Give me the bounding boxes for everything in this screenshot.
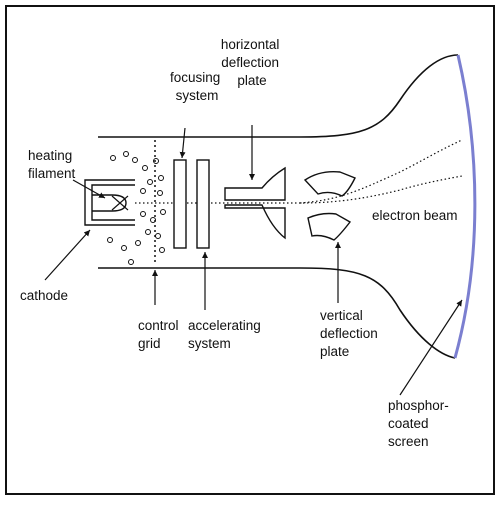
phosphor-screen [453,54,477,359]
focusing-plate-2 [196,159,210,249]
vertical-deflection-plate-bottom [307,212,352,241]
electron-beam-deflected [299,139,463,204]
filament-loop [92,194,127,212]
accelerating-system-label: accelerating system [188,318,265,351]
horizontal-deflection-plate-label: horizontal deflection plate [221,37,283,88]
horizontal-deflection-plate-bottom [224,204,286,240]
focusing-system-label: focusing system [170,70,224,103]
phosphor-coated-screen-label: phosphor- coated screen [388,398,453,449]
cathode-housing [84,179,135,226]
frame-border [5,5,495,495]
cathode-label: cathode [20,288,68,303]
electron-beam-label: electron beam [372,208,458,223]
horizontal-deflection-plate-top [224,166,286,201]
electron-cloud [107,151,166,265]
electron-beam [135,175,463,204]
vertical-deflection-plate-top [303,170,356,197]
vertical-deflection-plate-label: vertical deflection plate [320,308,382,359]
tube-bottom-wall [98,267,456,359]
control-grid-label: control grid [138,318,182,351]
screen-pointer [399,299,463,396]
focusing-pointer [179,127,186,159]
cathode-pointer [44,229,91,281]
filament-pointer [72,179,106,199]
tube-top-wall [98,54,459,138]
heating-filament-label: heating filament [28,148,76,181]
cathode-housing-inner [91,184,135,221]
focusing-plate-1 [173,159,187,249]
filament-coil [111,195,129,211]
